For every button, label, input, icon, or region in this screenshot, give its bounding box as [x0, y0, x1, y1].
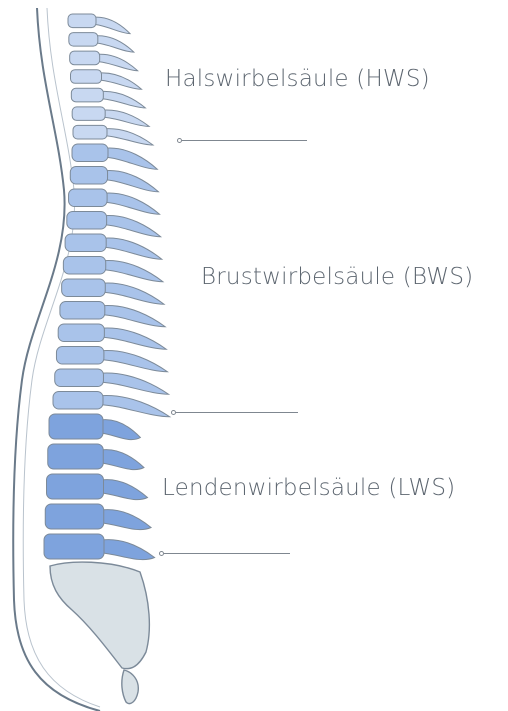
cervical-vertebra-1 [68, 14, 96, 28]
thoracic-vertebra-9 [58, 324, 104, 342]
leader-dot-bws [171, 410, 176, 415]
leader-line-bws [176, 412, 298, 413]
thoracic-vertebra-5-process [102, 238, 162, 259]
thoracic-vertebra-7-process [101, 283, 164, 304]
lumbar-vertebra-1 [49, 414, 103, 439]
lumbar-vertebra-4-process [100, 510, 151, 530]
thoracic-vertebra-6 [63, 257, 105, 275]
cervical-vertebra-4-process [98, 73, 142, 89]
thoracic-vertebra-8-process [101, 306, 165, 327]
thoracic-vertebra-2 [70, 167, 107, 185]
leader-dot-lws [159, 551, 164, 556]
thoracic-vertebra-3 [69, 189, 108, 207]
sacrum [50, 562, 149, 669]
thoracic-vertebra-1-process [104, 148, 157, 169]
label-lendenwirbelsaeule: Lendenwirbelsäule (LWS) [162, 475, 455, 501]
lumbar-vertebra-5 [44, 534, 104, 559]
lumbar-vertebra-3-process [100, 480, 148, 500]
lumbar-vertebra-1-process [99, 420, 140, 440]
coccyx [122, 670, 138, 704]
cervical-vertebra-5 [71, 88, 103, 102]
leader-line-lws [164, 553, 290, 554]
cervical-vertebra-4 [71, 70, 102, 84]
thoracic-vertebra-10-process [100, 351, 168, 372]
cervical-vertebra-6-process [101, 110, 149, 126]
thoracic-vertebra-10 [56, 347, 103, 365]
lumbar-vertebra-5-process [100, 540, 155, 560]
vertebrae-group [44, 14, 170, 560]
cervical-vertebra-7 [73, 125, 107, 139]
lumbar-vertebra-4 [45, 504, 104, 529]
thoracic-vertebra-11-process [99, 373, 168, 394]
thoracic-vertebra-7 [62, 279, 106, 297]
cervical-vertebra-1-process [92, 17, 130, 33]
thoracic-vertebra-4 [67, 212, 107, 230]
thoracic-vertebra-12-process [99, 396, 170, 417]
thoracic-vertebra-5 [65, 234, 106, 252]
cervical-vertebra-2-process [94, 36, 134, 52]
lumbar-vertebra-2 [48, 444, 104, 469]
lumbar-vertebra-3 [47, 474, 104, 499]
leader-line-hws [182, 140, 307, 141]
cervical-vertebra-5-process [99, 91, 145, 107]
thoracic-vertebra-1 [72, 144, 108, 162]
cervical-vertebra-3 [70, 51, 100, 65]
thoracic-vertebra-11 [55, 369, 104, 387]
thoracic-vertebra-8 [60, 302, 105, 320]
thoracic-vertebra-4-process [103, 216, 161, 237]
cervical-vertebra-6 [72, 107, 105, 121]
leader-dot-hws [177, 138, 182, 143]
thoracic-vertebra-2-process [104, 171, 159, 192]
thoracic-vertebra-6-process [102, 261, 163, 282]
cervical-vertebra-3-process [96, 54, 138, 70]
label-halswirbelsaeule: Halswirbelsäule (HWS) [165, 66, 430, 92]
cervical-vertebra-2 [69, 33, 98, 47]
thoracic-vertebra-12 [53, 392, 103, 410]
lumbar-vertebra-2-process [99, 450, 144, 470]
thoracic-vertebra-3-process [103, 193, 159, 214]
label-brustwirbelsaeule: Brustwirbelsäule (BWS) [201, 264, 473, 290]
thoracic-vertebra-9-process [100, 328, 166, 349]
cervical-vertebra-7-process [103, 129, 153, 145]
